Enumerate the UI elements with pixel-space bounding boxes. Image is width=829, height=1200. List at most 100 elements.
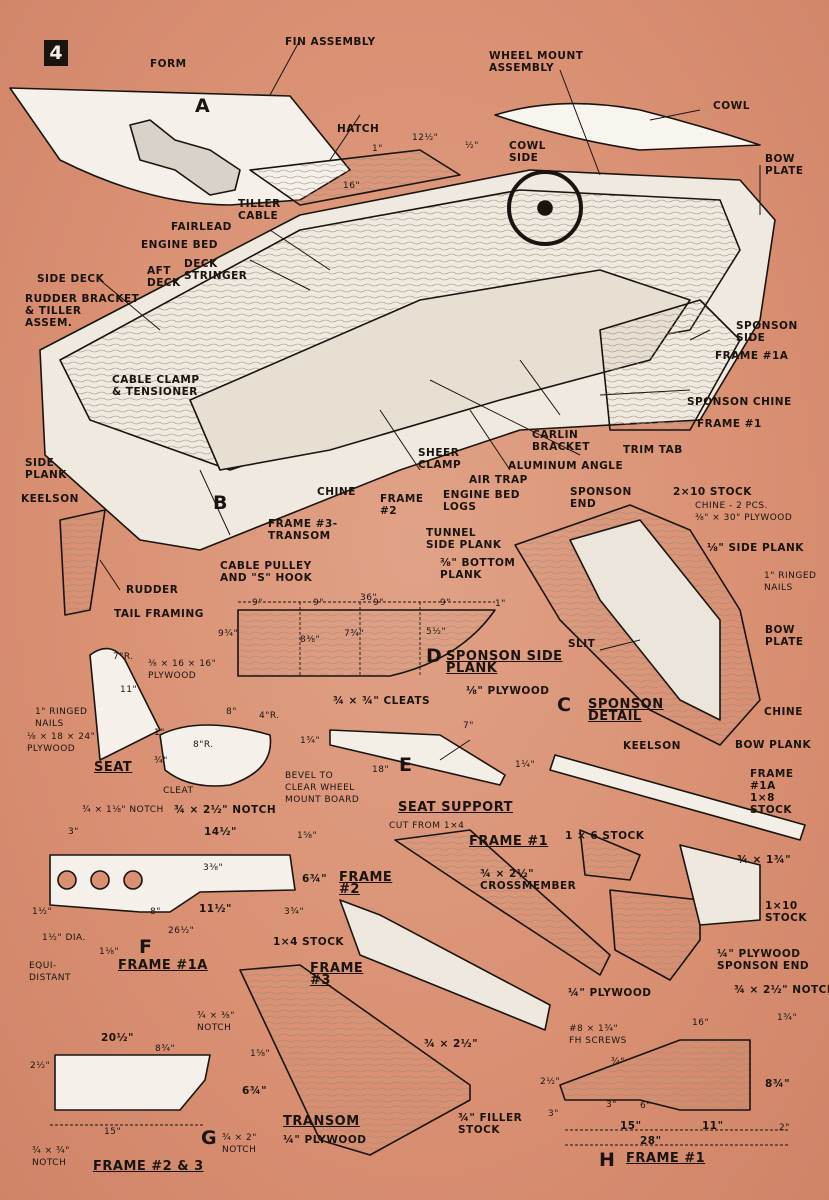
label-stock-2x10: 2×10 STOCK: [673, 486, 752, 498]
steering-wheel: [507, 170, 583, 246]
label-frame-1: FRAME #1: [697, 418, 762, 430]
label-f-notch1: ¾ × 1⅛" NOTCH: [82, 805, 164, 815]
label-d-dim: 9¾": [218, 629, 239, 639]
label-cut-from: CUT FROM 1×4: [389, 821, 465, 831]
label-g-8-3-4: 8¾": [155, 1044, 176, 1054]
label-seat-ply: ⅜ × 16 × 16"PLYWOOD: [148, 659, 217, 681]
label-seat-8r: 8"R.: [193, 740, 214, 750]
label-h: H: [599, 1149, 616, 1171]
cowl-shape: [494, 102, 761, 151]
label-f-notch2: ¾ × 2½" NOTCH: [174, 804, 277, 816]
figure-number-badge: 4: [44, 40, 68, 66]
label-rudder: RUDDER: [126, 584, 179, 596]
label-chine: CHINE: [317, 486, 356, 498]
label-f-1-1-2: 1½": [32, 907, 53, 917]
label-transom-ply: ¼" PLYWOOD: [283, 1134, 367, 1146]
seat-back-shape: [89, 647, 161, 761]
label-seat-7r: 7"R.: [113, 652, 134, 662]
label-h-3: 3": [548, 1109, 559, 1119]
frame-f-shape: [49, 854, 296, 913]
sponson-side-plank-shape: [237, 609, 496, 677]
label-fairlead: FAIRLEAD: [171, 221, 232, 233]
label-h-caption: FRAME #1: [626, 1151, 706, 1166]
label-f-dia: 1½" DIA.: [42, 933, 86, 943]
label-h-11: 11": [702, 1120, 724, 1132]
frame-3-transom-shape: [239, 964, 471, 1156]
label-frame-1-mid: FRAME #1: [469, 834, 549, 849]
label-h-8-3-4: 8¾": [765, 1078, 791, 1090]
label-ply-1-4: ¼" PLYWOOD: [568, 987, 652, 999]
label-hatch-d1: 1": [372, 144, 383, 154]
label-h-2: 2": [779, 1123, 790, 1133]
label-g-notch: ¾ × ⅜"NOTCH: [197, 1011, 235, 1033]
label-h-28: 28": [640, 1135, 662, 1147]
label-d-dim: 1": [495, 599, 506, 609]
label-keelson-c: KEELSON: [623, 740, 681, 752]
frame-h-shape: [559, 1039, 751, 1111]
label-cleat: CLEAT: [163, 786, 194, 796]
label-air-trap: AIR TRAP: [469, 474, 528, 486]
label-hatch: HATCH: [337, 123, 380, 135]
hatch-shape: [249, 149, 461, 206]
label-form: FORM: [150, 58, 187, 70]
label-f-frame-1a: FRAME #1A: [118, 958, 208, 973]
label-cowl: COWL: [713, 100, 750, 112]
label-stock-1x6: 1 × 6 STOCK: [565, 830, 645, 842]
label-f-6-3-4: 6¾": [302, 873, 328, 885]
label-seat: SEAT: [94, 760, 133, 775]
sponson-end-ply: [679, 844, 761, 926]
label-frame2-mid: FRAME#2: [339, 870, 393, 897]
label-e-7: 7": [463, 721, 474, 731]
label-engine-bed: ENGINE BED: [141, 239, 218, 251]
label-f-11-1-2: 11½": [199, 903, 232, 915]
label-frame-3-transom: FRAME #3-TRANSOM: [268, 518, 338, 542]
label-fin-assembly: FIN ASSEMBLY: [285, 36, 376, 48]
label-f-3-4: 3¾": [284, 907, 305, 917]
label-sponson-chine: SPONSON CHINE: [687, 396, 792, 408]
label-trim-tab: TRIM TAB: [623, 444, 683, 456]
label-g-6-3-4: 6¾": [242, 1085, 268, 1097]
label-f-1-1-8: 1⅛": [99, 947, 120, 957]
label-h-3b: 3": [606, 1100, 617, 1110]
label-f-3-8: 3⅜": [203, 863, 224, 873]
label-e-1-1-4: 1¼": [515, 760, 536, 770]
label-h-3-4b: ¾": [611, 1057, 625, 1067]
label-d: D: [426, 645, 443, 667]
label-frame-2: FRAME#2: [380, 493, 424, 517]
label-aluminum-angle: ALUMINUM ANGLE: [508, 460, 624, 472]
label-cleat-frac: ¾": [154, 756, 168, 766]
label-seat-support: SEAT SUPPORT: [398, 800, 514, 815]
label-g-notch-bottom: ¾ × ¾"NOTCH: [32, 1146, 70, 1168]
label-h-1-3-4: 1¾": [777, 1013, 798, 1023]
label-d-dim: 9": [373, 598, 384, 608]
frame-1-crossmember: [394, 829, 611, 976]
label-h-16: 16": [692, 1018, 710, 1028]
label-transom: TRANSOM: [283, 1114, 360, 1129]
label-h-3-4-2-1-2: ¾ × 2½": [424, 1038, 479, 1050]
frame-1a-shape: [549, 754, 806, 841]
label-chine-c: CHINE: [764, 706, 803, 718]
label-keelson: KEELSON: [21, 493, 79, 505]
label-g-caption: FRAME #2 & 3: [93, 1159, 204, 1174]
label-stock-1x4: 1×4 STOCK: [273, 936, 345, 948]
label-e-1-3-4: 1¾": [300, 736, 321, 746]
label-d-dim: 5½": [426, 627, 447, 637]
label-hatch-d2: ½": [465, 141, 479, 151]
label-crossmember: ¾ × 2½"CROSSMEMBER: [480, 868, 577, 892]
label-g-1-5-8: 1⅝": [250, 1049, 271, 1059]
